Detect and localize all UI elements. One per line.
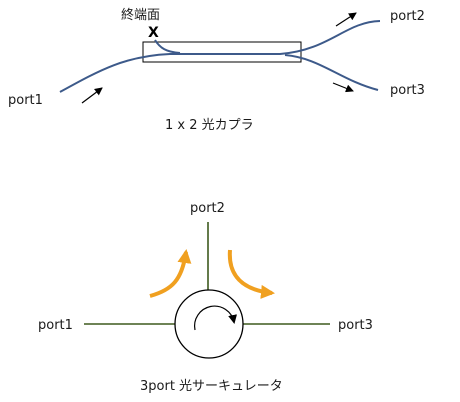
fiber-end-face-branch	[154, 39, 181, 54]
coupler-port1-label: port1	[8, 93, 43, 108]
fiber-main	[59, 20, 381, 93]
coupler-port2-label: port2	[390, 9, 425, 24]
circulator-port3-label: port3	[338, 318, 373, 333]
coupling-region-box	[142, 41, 302, 63]
fiber-port3-branch	[284, 54, 379, 91]
end-face-marker: X	[148, 25, 159, 41]
circulator-caption: 3port 光サーキュレータ	[140, 379, 283, 394]
end-face-label: 終端面	[121, 7, 160, 23]
circulator-diagram: port2 port1 port3 3port 光サーキュレータ	[38, 201, 373, 394]
coupler-diagram: 終端面 X port1 port2 port3 1 x 2 光カプラ	[8, 7, 425, 133]
circulator-port1-label: port1	[38, 318, 73, 333]
flow-arrow-port1-to-port2-icon	[149, 249, 192, 298]
coupler-caption: 1 x 2 光カプラ	[165, 118, 254, 133]
flow-arrow-port2-to-port3-icon	[227, 249, 275, 299]
input-arrow-icon	[81, 87, 103, 104]
circulator-port2-label: port2	[190, 201, 225, 216]
coupler-port3-label: port3	[390, 83, 425, 98]
output-arrow-port3-icon	[332, 82, 354, 93]
circulator-body	[174, 289, 244, 359]
circulator-rotation-icon	[193, 305, 237, 331]
output-arrow-port2-icon	[335, 12, 357, 27]
